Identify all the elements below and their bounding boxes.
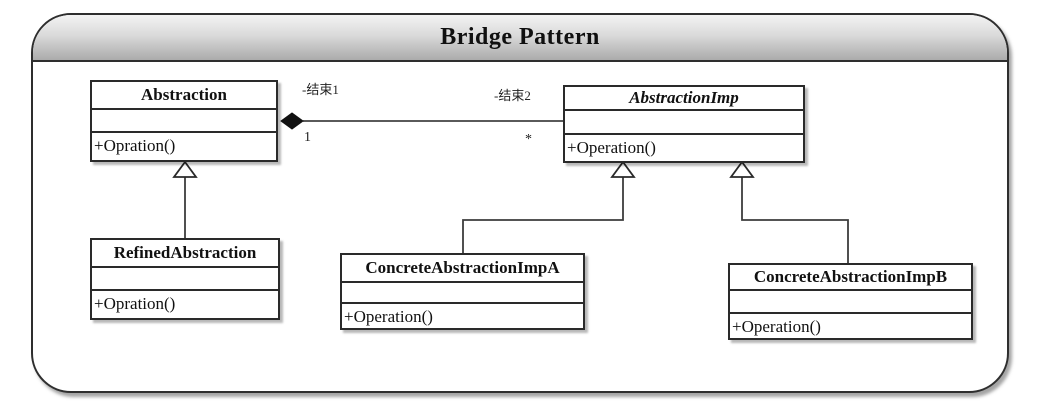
method-label: +Operation() <box>567 138 656 157</box>
attributes-compartment <box>730 291 971 314</box>
diagram-frame-header: Bridge Pattern <box>33 15 1007 62</box>
generalization-triangle-icon <box>610 160 636 178</box>
class-name: ConcreteAbstractionImpA <box>342 255 583 283</box>
class-name: Abstraction <box>92 82 276 110</box>
class-box-abstraction: Abstraction +Opration() <box>90 80 278 162</box>
generalization-connector-impa <box>462 160 636 253</box>
composition-connector <box>280 112 563 130</box>
method-label: +Opration() <box>94 294 176 313</box>
association-role-right: -结束2 <box>494 88 531 103</box>
attributes-compartment <box>342 283 583 304</box>
association-multiplicity-right: * <box>525 132 532 147</box>
generalization-triangle-icon <box>172 160 198 178</box>
attributes-compartment <box>92 268 278 291</box>
class-name: RefinedAbstraction <box>92 240 278 268</box>
method-label: +Operation() <box>344 307 433 326</box>
generalization-connector-impb <box>729 160 849 263</box>
association-role-left: -结束1 <box>302 82 339 97</box>
class-box-concreteabstractionimpb: ConcreteAbstractionImpB +Operation() <box>728 263 973 340</box>
class-box-refinedabstraction: RefinedAbstraction +Opration() <box>90 238 280 320</box>
class-name: AbstractionImp <box>565 87 803 111</box>
composition-diamond-icon <box>280 112 304 130</box>
generalization-triangle-icon <box>729 160 755 178</box>
diagram-title: Bridge Pattern <box>440 24 600 50</box>
class-name: ConcreteAbstractionImpB <box>730 265 971 291</box>
generalization-connector-refinedabstraction <box>172 160 198 238</box>
association-multiplicity-left: 1 <box>304 130 311 145</box>
method-label: +Operation() <box>732 317 821 336</box>
method-label: +Opration() <box>94 136 176 155</box>
class-box-abstractionimp: AbstractionImp +Operation() <box>563 85 805 163</box>
attributes-compartment <box>92 110 276 133</box>
class-box-concreteabstractionimpa: ConcreteAbstractionImpA +Operation() <box>340 253 585 330</box>
attributes-compartment <box>565 111 803 135</box>
